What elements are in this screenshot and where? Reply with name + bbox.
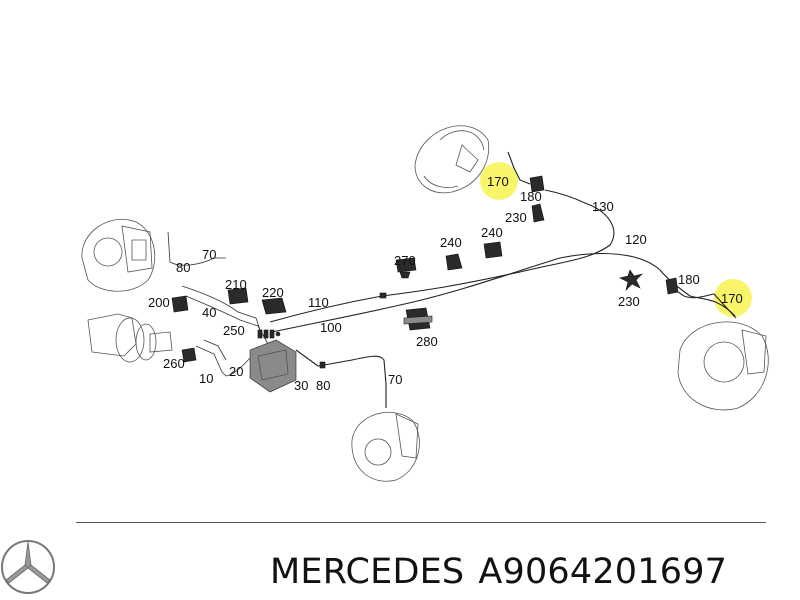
part-label: 80 — [316, 378, 330, 393]
part-label: 40 — [202, 305, 216, 320]
part-label: 180 — [520, 189, 542, 204]
mercedes-star-logo-icon — [1, 540, 55, 594]
brake-line-diagram: 170 180 130 230 120 180 170 230 270 240 … — [81, 125, 769, 482]
part-label: 260 — [163, 356, 185, 371]
part-label: 220 — [262, 285, 284, 300]
rear-left-brake-disc — [351, 411, 420, 482]
part-caption: MERCEDES A9064201697 — [270, 544, 800, 600]
part-label: 180 — [678, 272, 700, 287]
part-label: 70 — [388, 372, 402, 387]
part-label: 130 — [592, 199, 614, 214]
part-label: 170 — [721, 291, 743, 306]
part-label: 200 — [148, 295, 170, 310]
part-label: 230 — [618, 294, 640, 309]
brand-name: MERCEDES — [270, 552, 465, 592]
front-right-brake-disc — [414, 125, 490, 194]
part-label: 240 — [440, 235, 462, 250]
part-label: 250 — [223, 323, 245, 338]
highlight-rear-right-170 — [714, 279, 752, 317]
highlight-front-right-170 — [480, 162, 518, 200]
part-number: A9064201697 — [478, 552, 728, 592]
part-label: 30 — [294, 378, 308, 393]
part-label: 230 — [505, 210, 527, 225]
front-left-brake-disc — [81, 219, 156, 292]
part-label: 80 — [176, 260, 190, 275]
part-label: 170 — [487, 174, 509, 189]
part-label: 120 — [625, 232, 647, 247]
part-label: 20 — [229, 364, 243, 379]
rear-right-brake-disc — [677, 321, 769, 411]
brake-lines — [167, 151, 737, 408]
part-label: 100 — [320, 320, 342, 335]
part-label: 10 — [199, 371, 213, 386]
part-label: 210 — [225, 277, 247, 292]
abs-hydraulic-unit — [249, 331, 297, 393]
part-labels: 170 180 130 230 120 180 170 230 270 240 … — [148, 174, 743, 393]
part-label: 280 — [416, 334, 438, 349]
part-label: 110 — [308, 295, 329, 310]
part-label: 240 — [481, 225, 503, 240]
brake-booster-master-cylinder — [87, 313, 173, 363]
part-label: 270 — [394, 253, 416, 268]
small-parts — [171, 175, 679, 369]
part-label: 70 — [202, 247, 216, 262]
caption-divider — [76, 522, 766, 523]
